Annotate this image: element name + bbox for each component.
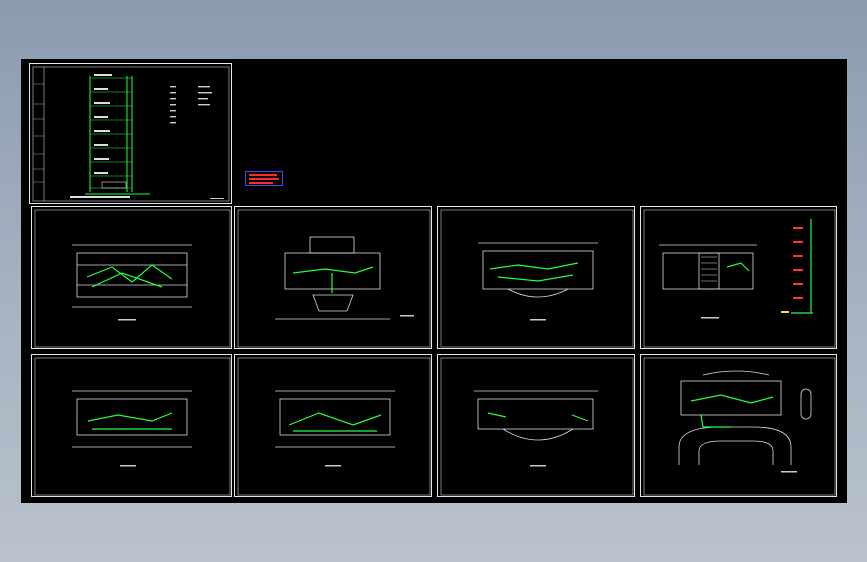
- floor-plan-5-drawing: [34, 357, 231, 496]
- floor-plan-1-drawing: [34, 209, 231, 348]
- sheet-floor-plan-8[interactable]: [640, 354, 837, 497]
- drawing-canvas[interactable]: [21, 59, 847, 503]
- floor-plan-2-drawing: [237, 209, 431, 348]
- sheet-riser-diagram[interactable]: [29, 63, 232, 204]
- riser-diagram-drawing: [32, 66, 230, 202]
- stamp-legend: [245, 171, 283, 186]
- sheet-floor-plan-3[interactable]: [437, 206, 635, 349]
- floor-plan-6-drawing: [237, 357, 431, 496]
- sheet-floor-plan-6[interactable]: [234, 354, 432, 497]
- sheet-floor-plan-4[interactable]: [640, 206, 837, 349]
- sheet-floor-plan-1[interactable]: [31, 206, 232, 349]
- sheet-floor-plan-7[interactable]: [437, 354, 635, 497]
- floor-plan-3-drawing: [440, 209, 634, 348]
- floor-plan-7-drawing: [440, 357, 634, 496]
- floor-plan-4-drawing: [643, 209, 836, 348]
- sheet-floor-plan-5[interactable]: [31, 354, 232, 497]
- floor-plan-8-drawing: [643, 357, 836, 496]
- sheet-floor-plan-2[interactable]: [234, 206, 432, 349]
